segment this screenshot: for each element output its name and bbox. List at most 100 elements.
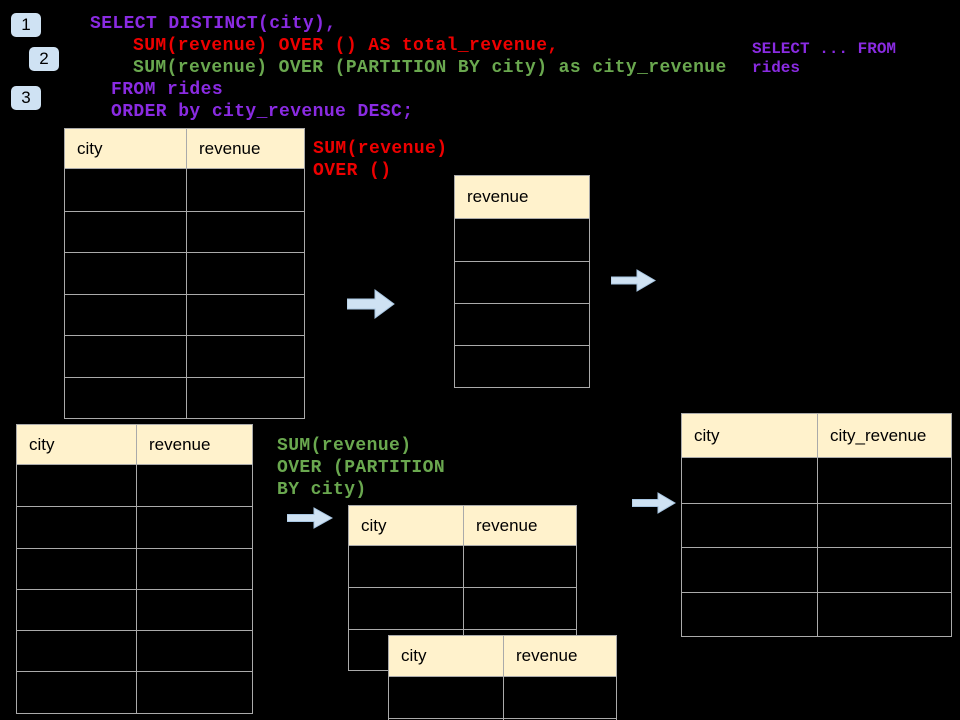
table-header-row: revenue	[455, 176, 589, 219]
column-header-revenue: revenue	[467, 187, 529, 206]
right-arrow-icon	[632, 492, 676, 514]
table-cell	[17, 548, 137, 589]
table-row	[65, 293, 304, 336]
column-header-revenue: revenue	[199, 138, 261, 158]
table-cell	[818, 593, 951, 637]
label-sum-over-partition-line1: SUM(revenue)	[277, 436, 412, 456]
table-cell	[137, 590, 252, 630]
table-cell	[455, 346, 589, 387]
table-cell	[17, 631, 137, 672]
table-cell	[187, 378, 304, 419]
table-cell	[682, 548, 818, 592]
table-cell	[65, 253, 187, 294]
table-header-row: city revenue	[389, 636, 616, 677]
column-header-city: city	[389, 636, 504, 676]
table-row	[17, 465, 252, 507]
table-cell	[137, 465, 252, 506]
column-header-city-revenue: city_revenue	[830, 425, 927, 445]
table-partition-back: city revenue	[348, 505, 577, 671]
table-row	[65, 376, 304, 419]
sql-line-partition: SUM(revenue) OVER (PARTITION BY city) as…	[133, 58, 727, 78]
table-cell	[349, 546, 464, 588]
label-sum-over-total-line2: OVER ()	[313, 161, 392, 181]
table-row	[17, 588, 252, 631]
table-cell	[187, 253, 304, 294]
right-arrow-icon	[287, 507, 333, 529]
table-row	[455, 345, 589, 387]
table-cell	[455, 304, 589, 345]
table-body	[389, 677, 616, 720]
table-row	[349, 587, 576, 629]
table-body	[682, 458, 951, 636]
table-body	[65, 169, 304, 418]
column-header-revenue: revenue	[476, 515, 538, 535]
table-row	[389, 677, 616, 718]
table-cell	[682, 503, 818, 547]
table-row	[455, 303, 589, 345]
table-row	[65, 335, 304, 377]
label-sum-over-total-line1: SUM(revenue)	[313, 139, 448, 159]
sql-line-total-revenue: SUM(revenue) OVER () AS total_revenue,	[133, 36, 559, 56]
note-rides: rides	[752, 59, 801, 77]
table-cell	[464, 588, 576, 628]
column-header-city: city	[65, 129, 187, 168]
step-badge-2: 2	[29, 47, 59, 71]
table-total-revenue: revenue	[454, 175, 590, 388]
table-source-top: city revenue	[64, 128, 305, 419]
table-row	[65, 252, 304, 294]
table-body	[17, 465, 252, 713]
table-row	[455, 261, 589, 303]
table-header-row: city city_revenue	[682, 414, 951, 458]
column-header-city: city	[682, 414, 818, 457]
sql-line-order-by: ORDER by city_revenue DESC;	[111, 102, 414, 122]
table-cell	[65, 211, 187, 252]
right-arrow-icon	[347, 289, 395, 319]
table-cell	[389, 677, 504, 718]
sql-line-select-distinct: SELECT DISTINCT(city),	[90, 14, 337, 34]
table-header-row: city revenue	[17, 425, 252, 465]
table-cell	[187, 336, 304, 377]
column-header-city: city	[349, 506, 464, 545]
sql-line-from: FROM rides	[111, 80, 224, 100]
table-cell	[464, 546, 576, 587]
right-arrow-icon	[611, 269, 656, 292]
table-cell	[455, 262, 589, 303]
label-sum-over-partition-line3: BY city)	[277, 480, 367, 500]
table-cell	[137, 549, 252, 589]
table-cell	[818, 458, 951, 503]
table-cell	[65, 377, 187, 418]
table-row	[65, 169, 304, 211]
table-row	[17, 671, 252, 713]
table-cell	[187, 295, 304, 336]
table-cell	[349, 588, 464, 629]
table-header-row: city revenue	[65, 129, 304, 169]
table-row	[17, 506, 252, 548]
table-row	[682, 502, 951, 548]
table-row	[17, 547, 252, 589]
table-cell	[17, 589, 137, 631]
label-sum-over-partition-line2: OVER (PARTITION	[277, 458, 446, 478]
table-cell	[17, 465, 137, 507]
table-row	[682, 458, 951, 503]
table-row	[682, 591, 951, 637]
table-cell	[818, 504, 951, 548]
table-cell	[187, 212, 304, 253]
table-cell	[137, 631, 252, 671]
table-cell	[137, 507, 252, 547]
table-row	[17, 630, 252, 672]
table-cell	[818, 548, 951, 592]
table-row	[65, 210, 304, 253]
table-row	[349, 546, 576, 588]
step-badge-1: 1	[11, 13, 41, 37]
table-result: city city_revenue	[681, 413, 952, 637]
table-header-row: city revenue	[349, 506, 576, 546]
step-badge-3: 3	[11, 86, 41, 110]
table-cell	[65, 169, 187, 211]
table-cell	[682, 458, 818, 503]
table-row	[455, 219, 589, 261]
table-cell	[504, 677, 616, 718]
table-source-bottom: city revenue	[16, 424, 253, 714]
table-partition-front: city revenue	[388, 635, 617, 720]
table-cell	[187, 169, 304, 211]
